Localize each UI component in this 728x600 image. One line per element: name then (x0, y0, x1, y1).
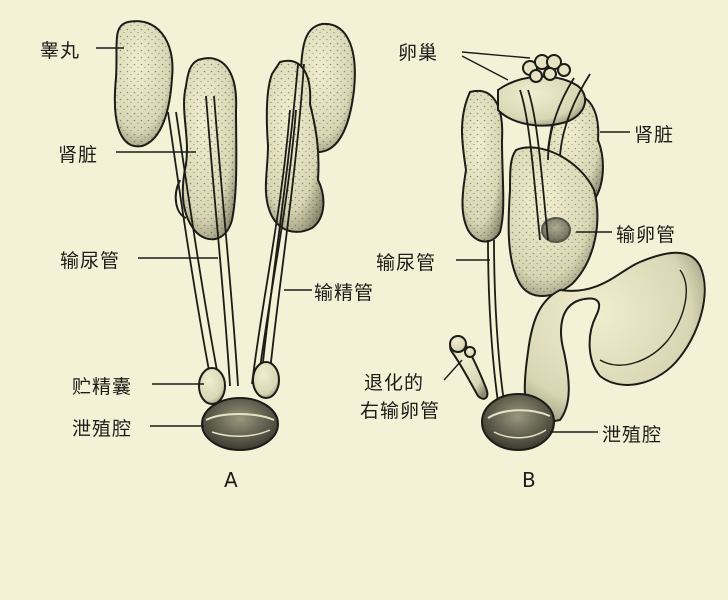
label-ureter-b: 输尿管 (376, 252, 437, 274)
label-kidney-a: 肾脏 (58, 144, 99, 166)
label-vestigial-line1: 退化的 (364, 372, 425, 394)
panel-b-left-kidney (461, 89, 505, 243)
ovary (497, 54, 587, 127)
panel-a-cloaca (201, 397, 279, 451)
panel-a-leaders (96, 47, 312, 427)
panel-a (113, 20, 356, 451)
panel-b-cloaca (481, 393, 555, 451)
label-ureter-a: 输尿管 (60, 250, 121, 272)
label-ovary: 卵巢 (398, 42, 439, 64)
label-oviduct: 输卵管 (616, 224, 677, 246)
left-testis (113, 20, 174, 148)
vestigial-right-oviduct (449, 335, 489, 400)
right-kidney (174, 59, 325, 233)
panel-b-ducts (487, 73, 591, 403)
right-seminal-vesicle (252, 361, 280, 399)
panel-b (449, 54, 706, 451)
label-cloaca-a: 泄殖腔 (72, 418, 133, 440)
caption-b: B (522, 468, 536, 492)
label-seminal-vesicle: 贮精囊 (72, 376, 133, 398)
caption-a: A (224, 468, 238, 492)
label-vas-deferens: 输精管 (314, 282, 375, 304)
left-seminal-vesicle (198, 367, 226, 405)
label-testis: 睾丸 (40, 40, 81, 62)
panel-a-ducts (167, 63, 305, 387)
label-cloaca-b: 泄殖腔 (602, 424, 663, 446)
label-kidney-b: 肾脏 (634, 124, 675, 146)
panel-b-leaders (443, 51, 630, 433)
label-vestigial-line2: 右输卵管 (360, 400, 441, 422)
oviduct (507, 146, 706, 426)
